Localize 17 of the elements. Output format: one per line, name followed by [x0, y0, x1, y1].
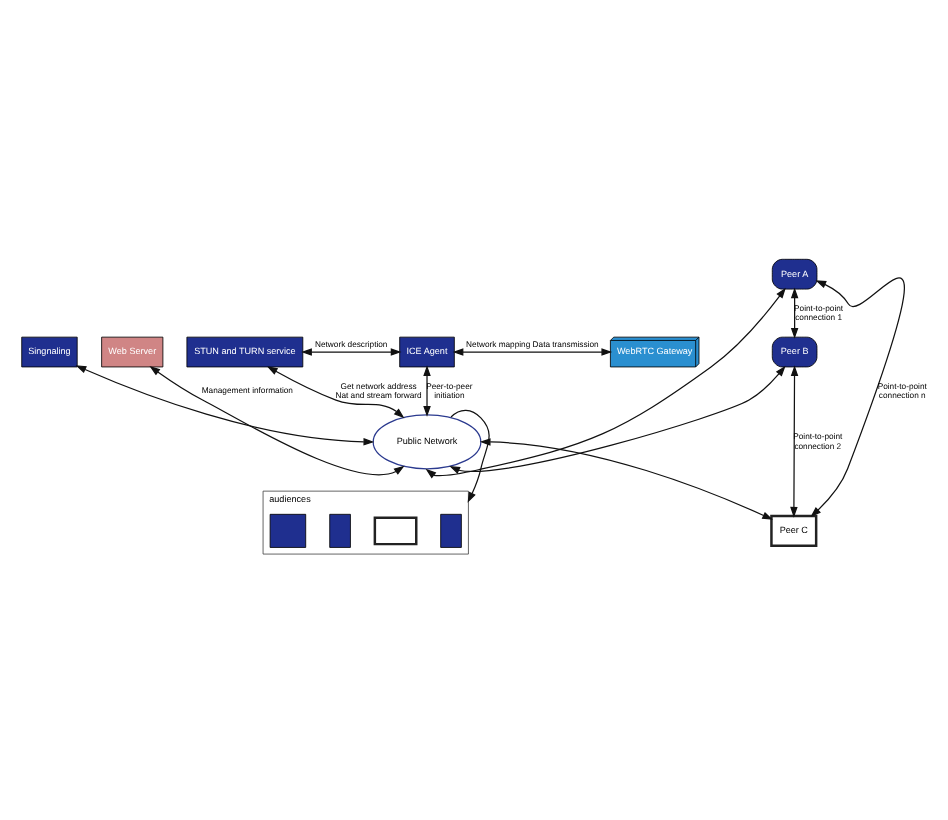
node-box [373, 516, 418, 546]
arrow [301, 348, 402, 356]
arrow [149, 366, 405, 476]
arrow [452, 348, 613, 356]
arrow [479, 438, 773, 520]
arrow [266, 366, 405, 419]
arrow [790, 287, 799, 339]
node-box [329, 513, 351, 548]
arrow [423, 365, 431, 417]
arrow [450, 409, 490, 503]
node-box [269, 513, 307, 548]
arrow [810, 277, 905, 518]
arrow [425, 287, 786, 479]
arrow [790, 365, 799, 518]
node-box [440, 513, 462, 548]
arrow [75, 365, 375, 446]
arrow [449, 365, 786, 474]
